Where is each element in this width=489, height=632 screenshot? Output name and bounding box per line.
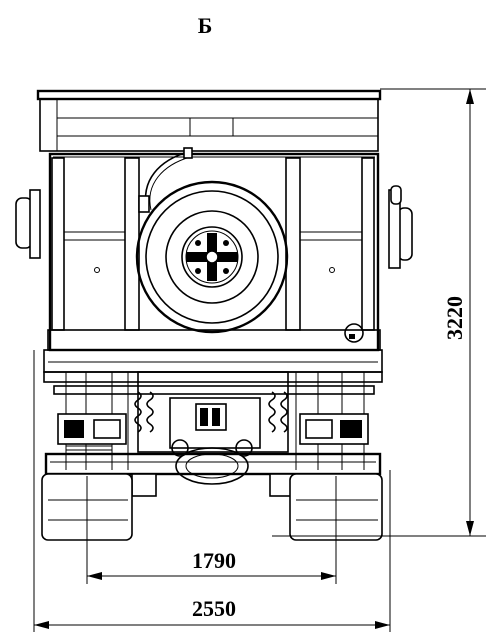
- track-dimension: 1790: [86, 506, 337, 584]
- width-label: 2550: [192, 596, 236, 621]
- chassis: [43, 349, 383, 497]
- view-label: Б: [198, 13, 213, 38]
- spare-wheel: [135, 147, 289, 334]
- width-dimension: 2550: [33, 350, 391, 632]
- height-label: 3220: [442, 296, 467, 340]
- height-dimension: 3220: [272, 88, 486, 537]
- truck-body: [15, 89, 413, 352]
- track-label: 1790: [192, 548, 236, 573]
